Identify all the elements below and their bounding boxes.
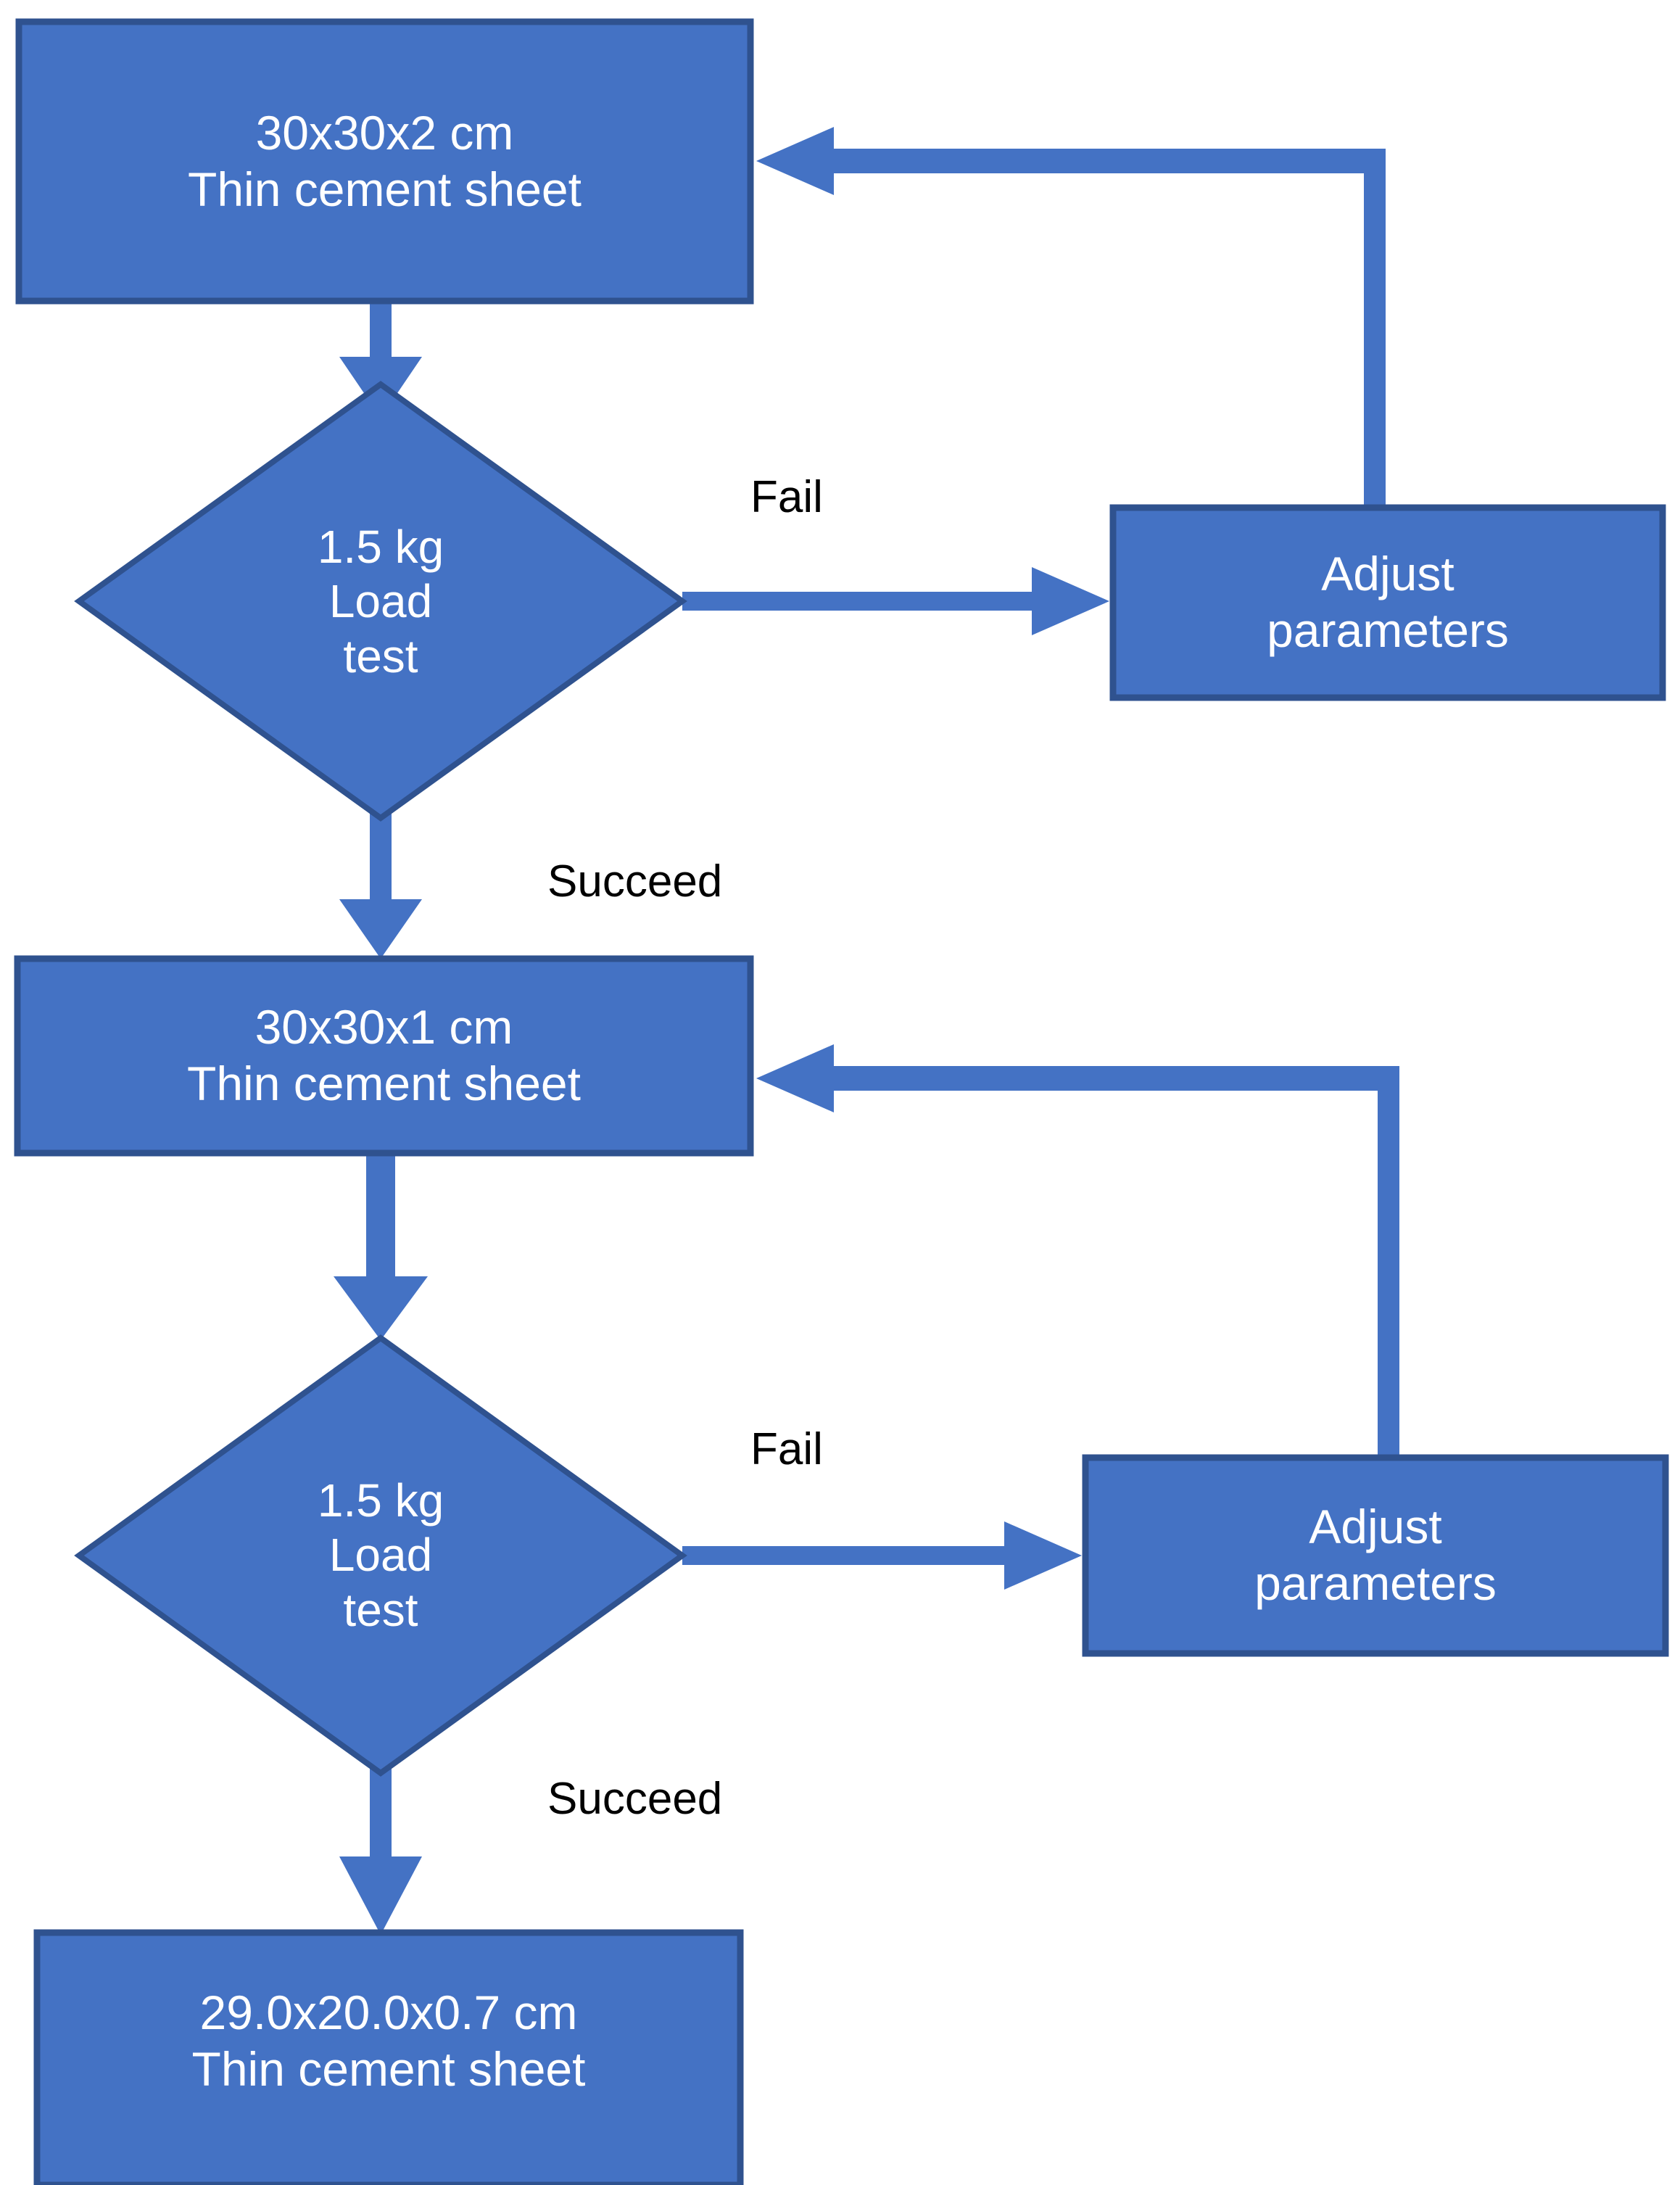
node-sheet-1cm[interactable] [14, 955, 754, 1157]
node-sheet-2cm[interactable] [15, 18, 754, 305]
node-sheet-final[interactable] [33, 1929, 744, 2185]
node-adjust-parameters-2[interactable] [1082, 1454, 1669, 1657]
edge-label-succeed-1: Succeed [547, 856, 723, 906]
edge-label-succeed-2: Succeed [547, 1774, 723, 1824]
connector-test2-to-sheetfinal [339, 1630, 422, 1935]
connector-test1-to-adjust1 [682, 567, 1109, 635]
node-load-test-2[interactable] [74, 1334, 687, 1777]
node-load-test-1[interactable] [74, 381, 687, 822]
edge-label-fail-2: Fail [750, 1424, 823, 1474]
connector-sheet1-to-test2 [334, 1153, 428, 1340]
edge-label-fail-1: Fail [750, 472, 823, 522]
connector-sheet2-to-test1 [339, 302, 422, 418]
connector-adjust1-to-sheet2 [756, 127, 1386, 508]
connector-test2-to-adjust2 [682, 1521, 1082, 1590]
connector-test1-to-sheet1 [339, 812, 422, 959]
connector-adjust2-to-sheet1 [756, 1044, 1399, 1460]
node-adjust-parameters-1[interactable] [1109, 504, 1666, 701]
